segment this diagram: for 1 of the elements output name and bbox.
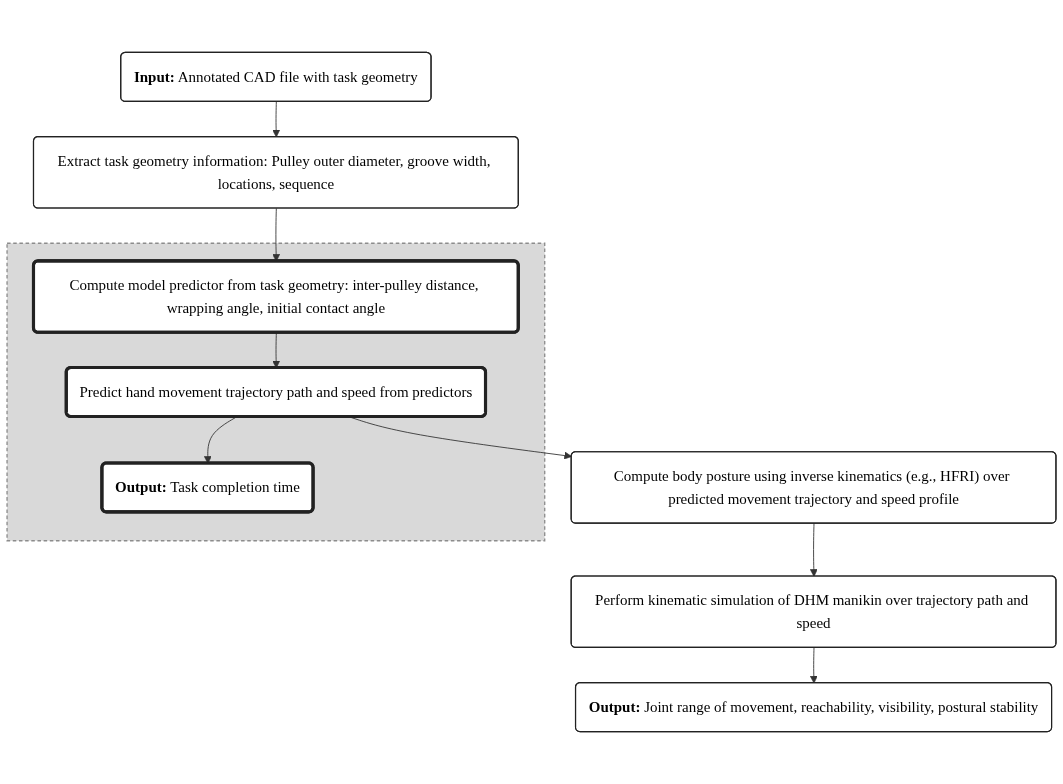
cluster: [6, 242, 546, 542]
